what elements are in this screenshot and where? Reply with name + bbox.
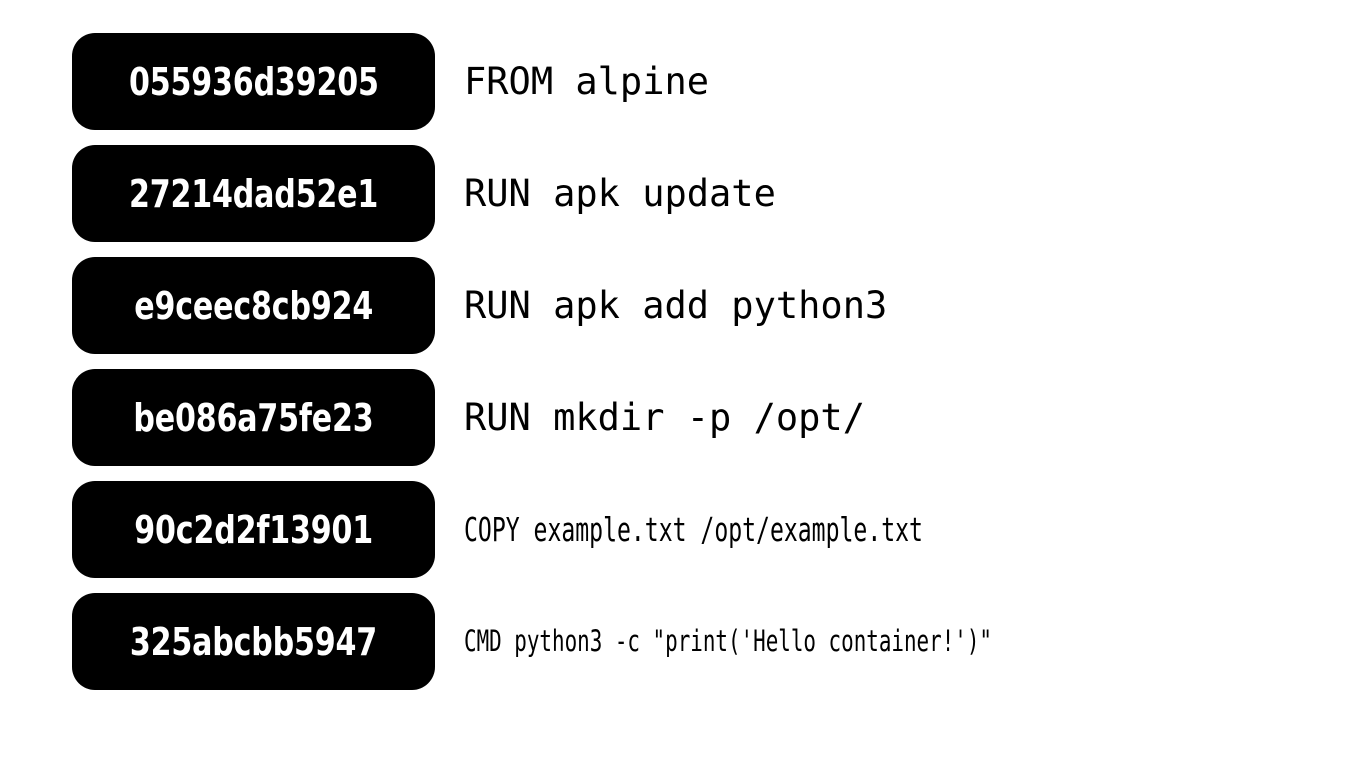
layer-id-pill[interactable]: 27214dad52e1: [72, 145, 435, 242]
layer-id-text: e9ceec8cb924: [134, 283, 373, 328]
layer-id-pill[interactable]: be086a75fe23: [72, 369, 435, 466]
layer-command-text: FROM alpine: [464, 60, 710, 103]
layer-id-pill[interactable]: 055936d39205: [72, 33, 435, 130]
layer-command: CMD python3 -c "print('Hello container!'…: [464, 593, 1354, 690]
layer-id-text: 90c2d2f13901: [134, 507, 373, 552]
layer-command-text: RUN apk add python3: [464, 284, 888, 327]
layer-id-pill[interactable]: 90c2d2f13901: [72, 481, 435, 578]
layer-command-text: CMD python3 -c "print('Hello container!'…: [464, 624, 992, 658]
layer-id-text: 27214dad52e1: [128, 171, 379, 216]
layer-row: 325abcbb5947 CMD python3 -c "print('Hello…: [0, 593, 1366, 690]
layer-id-text: be086a75fe23: [133, 395, 374, 440]
layer-id-pill[interactable]: e9ceec8cb924: [72, 257, 435, 354]
layer-row: be086a75fe23 RUN mkdir -p /opt/: [0, 369, 1366, 466]
layer-command: RUN apk update: [464, 145, 1354, 242]
layer-row: 055936d39205 FROM alpine: [0, 33, 1366, 130]
layer-id-pill[interactable]: 325abcbb5947: [72, 593, 435, 690]
layer-command: RUN apk add python3: [464, 257, 1354, 354]
layer-row: e9ceec8cb924 RUN apk add python3: [0, 257, 1366, 354]
layer-command-text: COPY example.txt /opt/example.txt: [464, 510, 923, 549]
layer-command-text: RUN mkdir -p /opt/: [464, 396, 865, 439]
layer-row: 90c2d2f13901 COPY example.txt /opt/exampl…: [0, 481, 1366, 578]
layer-command: COPY example.txt /opt/example.txt: [464, 481, 1354, 578]
layer-command-text: RUN apk update: [464, 172, 776, 215]
layer-row: 27214dad52e1 RUN apk update: [0, 145, 1366, 242]
layer-id-text: 055936d39205: [128, 59, 379, 104]
layer-command: FROM alpine: [464, 33, 1354, 130]
layer-command: RUN mkdir -p /opt/: [464, 369, 1354, 466]
layer-id-text: 325abcbb5947: [129, 619, 378, 664]
